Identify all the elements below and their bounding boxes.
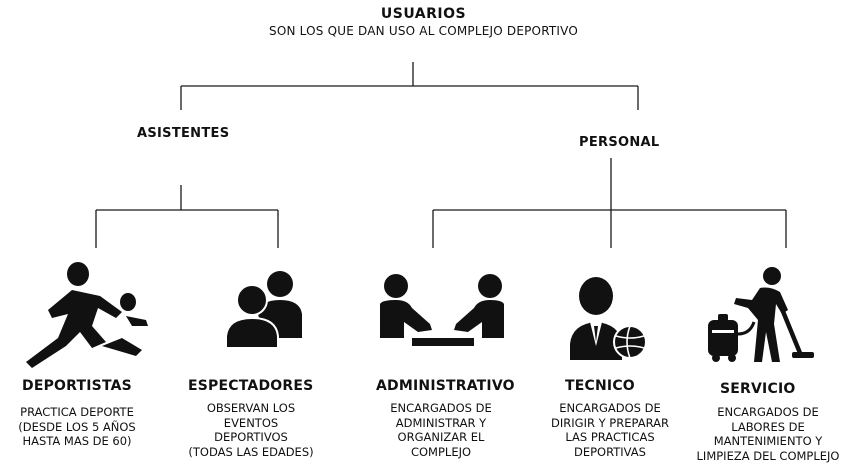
desc-line: EVENTOS [223,415,279,430]
desc-line: DEPORTIVOS [214,430,288,444]
runner-icon [22,262,162,372]
desc-line: HASTA MAS DE 60) [22,434,132,448]
leaf-title-deportistas: DEPORTISTAS [22,378,132,394]
leaf-title-espectadores: ESPECTADORES [188,378,314,394]
leaf-desc-administrativo: ENCARGADOS DE ADMINISTRAR Y ORGANIZAR EL… [366,401,516,459]
coach-ball-icon [568,276,652,360]
desc-line: PRACTICA DEPORTE [20,405,134,419]
cleaner-vacuum-icon [704,264,824,364]
leaf-desc-espectadores: OBSERVAN LOS EVENTOS DEPORTIVOS (TODAS L… [176,401,326,459]
desc-line: DIRIGIR Y PREPARAR [551,415,669,430]
desc-line: ENCARGADOS DE [717,405,819,419]
diagram-title: USUARIOS [380,6,467,22]
group-people-icon [222,268,307,350]
desc-line: OBSERVAN LOS [206,401,296,415]
desc-line: LAS PRACTICAS [565,430,655,444]
leaf-desc-tecnico: ENCARGADOS DE DIRIGIR Y PREPARAR LAS PRA… [535,401,685,459]
desc-line: LIMPIEZA DEL COMPLEJO [696,448,840,463]
desc-line: ADMINISTRAR Y [395,415,487,430]
desc-line: ORGANIZAR EL [397,430,485,444]
leaf-title-servicio: SERVICIO [720,381,796,397]
group-personal-label: PERSONAL [579,135,660,150]
leaf-title-tecnico: TECNICO [565,378,635,394]
desc-line: ENCARGADOS DE [390,401,492,415]
leaf-desc-servicio: ENCARGADOS DE LABORES DE MANTENIMIENTO Y… [689,405,847,463]
group-asistentes-label: ASISTENTES [137,126,230,141]
desc-line: LABORES DE [731,419,805,434]
desc-line: ENCARGADOS DE [559,401,661,415]
desc-line: (DESDE LOS 5 AÑOS [18,419,136,434]
handshake-meeting-icon [372,272,512,354]
desc-line: DEPORTIVAS [574,444,646,459]
desc-line: (TODAS LAS EDADES) [188,444,314,459]
leaf-desc-deportistas: PRACTICA DEPORTE (DESDE LOS 5 AÑOS HASTA… [2,405,152,449]
desc-line: MANTENIMIENTO Y [713,434,823,448]
leaf-title-administrativo: ADMINISTRATIVO [376,378,515,394]
desc-line: COMPLEJO [410,444,472,459]
diagram-subtitle: SON LOS QUE DAN USO AL COMPLEJO DEPORTIV… [269,24,578,38]
